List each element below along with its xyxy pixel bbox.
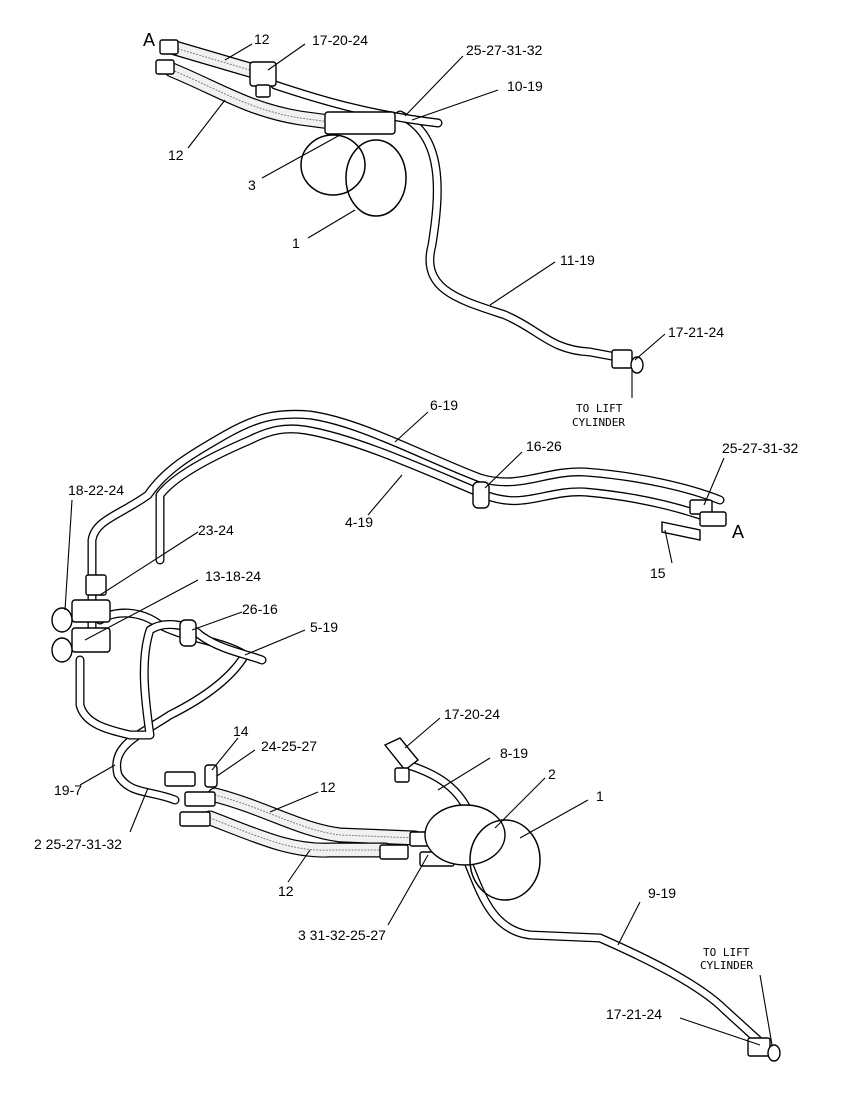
callout-label: 24-25-27 — [261, 738, 317, 754]
callout-label: 15 — [650, 565, 666, 581]
tube-11-19 — [395, 110, 627, 363]
middle-assembly — [51, 409, 727, 805]
elbow-fitting-lower — [383, 737, 419, 783]
callout-label: 8-19 — [500, 745, 528, 761]
connector-fitting-bottom — [747, 1037, 781, 1062]
callout-label: 26-16 — [242, 601, 278, 617]
hose-fitting-left-a — [164, 771, 196, 787]
hose-12-upper — [167, 40, 258, 78]
callout-label: 25-27-31-32 — [466, 42, 542, 58]
hose-12-lower — [164, 62, 338, 130]
tube-19-7 — [75, 620, 267, 740]
callout-label: 11-19 — [560, 252, 595, 268]
callout-label: 2 — [548, 766, 556, 782]
callout-label: 25-27-31-32 — [722, 440, 798, 456]
hose-12-mid — [207, 787, 423, 846]
callout-label: 17-20-24 — [444, 706, 500, 722]
callout-label: 12 — [254, 31, 270, 47]
clip-14 — [204, 764, 218, 788]
hose-fitting-right-b — [379, 844, 409, 860]
callout-labels: 12 17-20-24 25-27-31-32 10-19 12 3 1 11-… — [34, 31, 798, 1022]
callout-label: 6-19 — [430, 397, 458, 413]
clamp-block-upper — [324, 111, 396, 135]
note-to-lift-cylinder-top-line1: TO LIFT — [576, 402, 623, 415]
hose-end-fitting-upper — [159, 39, 179, 55]
callout-label: 2 25-27-31-32 — [34, 836, 122, 852]
note-to-lift-cylinder-bottom-line1: TO LIFT — [703, 946, 750, 959]
note-to-lift-cylinder-top-line2: CYLINDER — [572, 416, 625, 429]
tube-9-19 — [460, 850, 763, 1045]
hose-end-fitting-lower — [155, 59, 175, 75]
callout-label: 23-24 — [198, 522, 234, 538]
callout-label: 10-19 — [507, 78, 543, 94]
callout-label: 5-19 — [310, 619, 338, 635]
callout-label: 3 31-32-25-27 — [298, 927, 386, 943]
clamp-ring-lower — [469, 819, 541, 901]
callout-label: 12 — [278, 883, 294, 899]
callout-label: 19-7 — [54, 782, 82, 798]
callout-label: 1 — [292, 235, 300, 251]
lower-assembly — [164, 737, 781, 1062]
callout-label: 18-22-24 — [68, 482, 124, 498]
bracket-15 — [661, 521, 701, 541]
upper-assembly — [155, 39, 644, 374]
clip-26-16 — [179, 619, 197, 647]
connector-fitting-top — [611, 349, 644, 374]
tube-10-19 — [270, 80, 443, 128]
fitting-block-upper — [51, 599, 111, 633]
clamp-block-lower — [424, 804, 506, 866]
clamp-ring-upper-right — [345, 139, 407, 217]
tee-fitting-23-24 — [85, 574, 107, 596]
callout-label: 1 — [596, 788, 604, 804]
view-mark-a-right: A — [732, 522, 744, 542]
callout-label: 14 — [233, 723, 249, 739]
callout-label: 3 — [248, 177, 256, 193]
callout-label: 17-21-24 — [606, 1006, 662, 1022]
clamp-ring-upper-left — [300, 134, 366, 196]
elbow-fitting-upper — [249, 61, 277, 98]
fitting-block-lower — [51, 627, 111, 663]
hose-12-bottom — [202, 810, 393, 858]
note-to-lift-cylinder-bottom-line2: CYLINDER — [700, 959, 753, 972]
hose-fitting-left-b — [184, 791, 216, 807]
callout-label: 12 — [168, 147, 184, 163]
callout-label: 17-21-24 — [668, 324, 724, 340]
callout-label: 16-26 — [526, 438, 562, 454]
callout-label: 13-18-24 — [205, 568, 261, 584]
right-end-fittings — [689, 499, 727, 527]
callout-label: 9-19 — [648, 885, 676, 901]
callout-label: 17-20-24 — [312, 32, 368, 48]
callout-label: 12 — [320, 779, 336, 795]
view-mark-a-top: A — [143, 30, 155, 50]
hose-fitting-left-c — [179, 811, 211, 827]
tube-4-19 — [155, 424, 705, 565]
leader-lines — [64, 43, 773, 1046]
callout-label: 4-19 — [345, 514, 373, 530]
tube-6-19 — [87, 409, 725, 633]
clip-16-26 — [472, 481, 490, 509]
